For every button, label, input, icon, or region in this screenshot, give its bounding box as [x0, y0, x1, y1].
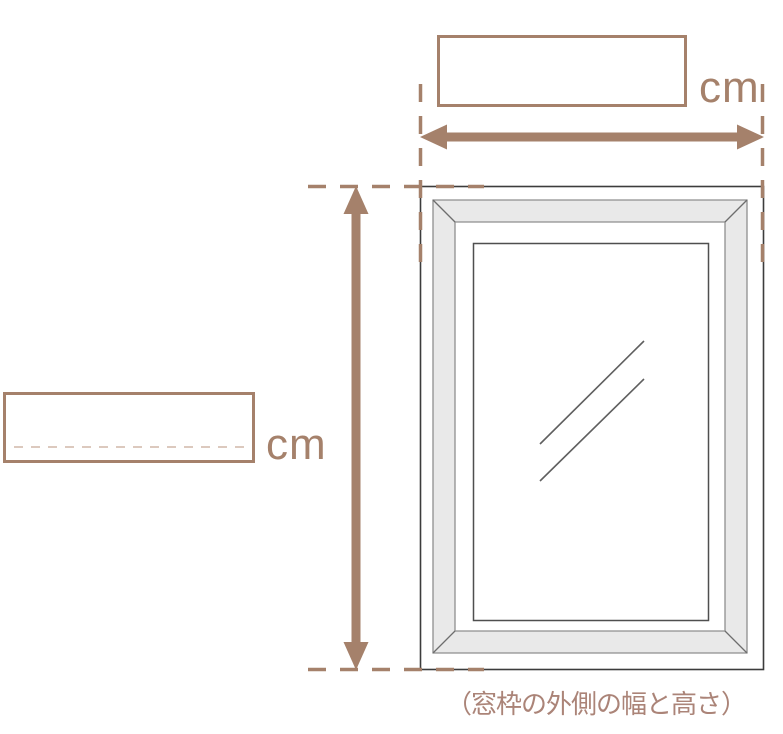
height-arrow-head-top	[343, 186, 369, 214]
width-arrow-head-left	[420, 124, 447, 150]
width-arrow-shaft	[443, 132, 741, 142]
frame-miter-bottom-left	[432, 630, 456, 654]
width-arrow-head-right	[737, 124, 764, 150]
glass-shine-line-2	[539, 378, 645, 482]
frame-miter-top-right	[724, 199, 748, 223]
height-unit-label: cm	[266, 420, 327, 469]
width-double-arrow-icon	[420, 124, 764, 150]
height-arrow-head-bottom	[343, 642, 369, 670]
height-input[interactable]	[3, 392, 255, 463]
height-arrow-shaft	[351, 210, 361, 644]
width-unit-label: cm	[699, 63, 760, 112]
glass-shine-line-1	[539, 340, 645, 445]
window-illustration-icon	[419, 185, 765, 671]
width-input[interactable]	[437, 35, 687, 107]
height-double-arrow-icon	[343, 186, 369, 670]
frame-miter-top-left	[432, 199, 456, 223]
diagram-caption: （窓枠の外側の幅と高さ）	[445, 689, 747, 719]
frame-miter-bottom-right	[724, 630, 748, 654]
